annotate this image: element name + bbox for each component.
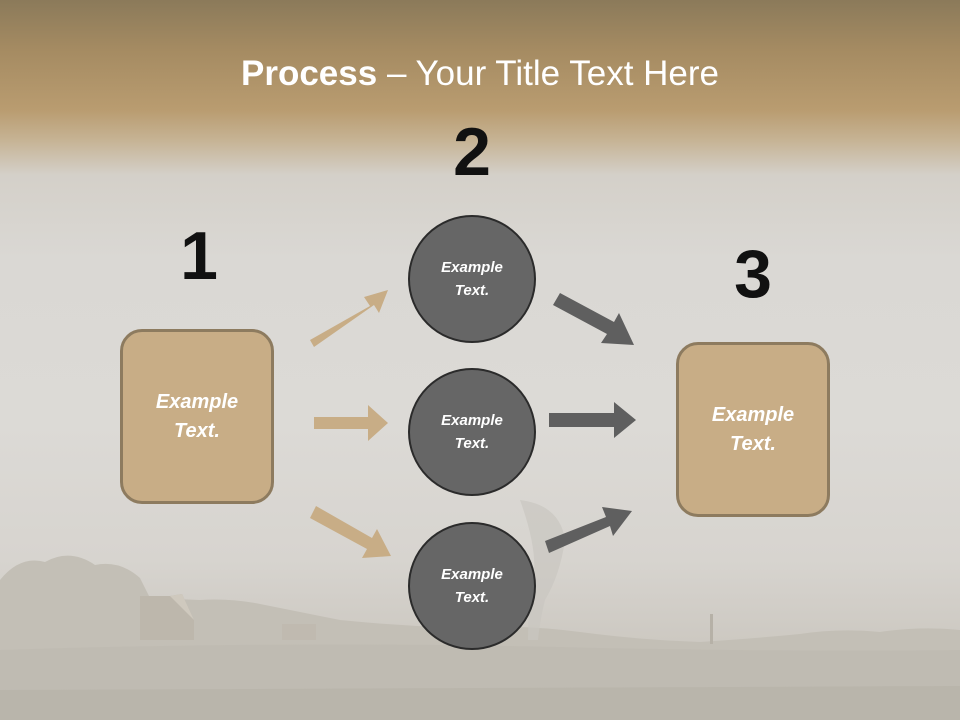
arrow-right-icon — [314, 405, 388, 441]
title-bold: Process — [241, 54, 378, 93]
step-2-text-middle: Example Text. — [441, 412, 503, 452]
step-number-3: 3 — [734, 236, 772, 312]
arrow-right-icon — [545, 507, 632, 553]
step-2-text-bottom: Example Text. — [441, 566, 503, 606]
step-2-circle-middle: Example Text. — [408, 368, 536, 496]
step-1-box: Example Text. — [120, 329, 274, 504]
step-number-1: 1 — [180, 218, 218, 294]
arrow-right-icon — [310, 290, 388, 347]
step-1-text: Example Text. — [155, 390, 239, 442]
step-number-2: 2 — [453, 114, 491, 190]
step-2-circle-bottom: Example Text. — [408, 522, 536, 650]
title-rest: – Your Title Text Here — [377, 54, 719, 93]
step-3-text: Example Text. — [711, 403, 795, 455]
arrow-right-icon — [549, 402, 636, 438]
slide-title: Process – Your Title Text Here — [0, 52, 960, 96]
arrow-right-icon — [310, 506, 391, 558]
arrow-right-icon — [553, 293, 634, 345]
step-2-circle-top: Example Text. — [408, 215, 536, 343]
step-3-box: Example Text. — [676, 342, 830, 517]
step-2-text-top: Example Text. — [441, 259, 503, 299]
